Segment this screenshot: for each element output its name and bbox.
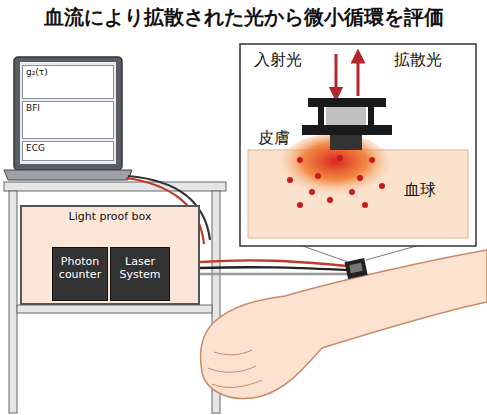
blood-cell <box>349 189 355 195</box>
blood-cell <box>362 202 368 208</box>
blood-cell <box>369 157 375 163</box>
arm <box>201 250 487 399</box>
blood-cell <box>297 202 303 208</box>
node-text: Laser System <box>113 256 167 281</box>
blood-cell <box>309 189 315 195</box>
graph-panel: ECG <box>22 141 114 161</box>
node-text: ECG <box>26 143 110 153</box>
node-text: Light proof box <box>26 211 194 224</box>
laptop <box>4 57 132 180</box>
title: 血流により拡散された光から微小循環を評価 <box>0 4 487 31</box>
label: 血球 <box>404 180 436 201</box>
probe-cables <box>200 260 348 274</box>
node-text: g₂(τ) <box>26 67 110 77</box>
label: 皮膚 <box>258 128 290 149</box>
node-text: Photon counter <box>55 256 105 281</box>
laser-system-box: Laser System <box>110 247 170 301</box>
blood-cell <box>379 183 385 189</box>
inset-leader <box>300 245 420 262</box>
light-proof-box: Light proof boxPhoton counter Laser Syste… <box>20 205 200 305</box>
label: 入射光 <box>254 50 302 71</box>
blood-cell <box>315 173 321 179</box>
blood-cell <box>327 197 333 203</box>
graph-panel: BFI <box>22 101 114 139</box>
graph-panel: g₂(τ) <box>22 65 114 99</box>
blood-cell <box>287 177 293 183</box>
inset <box>240 44 476 246</box>
node-text: BFI <box>26 103 110 113</box>
fingers <box>208 350 262 387</box>
table <box>4 182 226 413</box>
blood-cell <box>357 175 363 181</box>
blood-cell <box>297 157 303 163</box>
blood-cell <box>337 155 343 161</box>
label: 拡散光 <box>394 50 442 71</box>
probe <box>345 258 368 279</box>
photon-counter-box: Photon counter <box>52 247 108 301</box>
